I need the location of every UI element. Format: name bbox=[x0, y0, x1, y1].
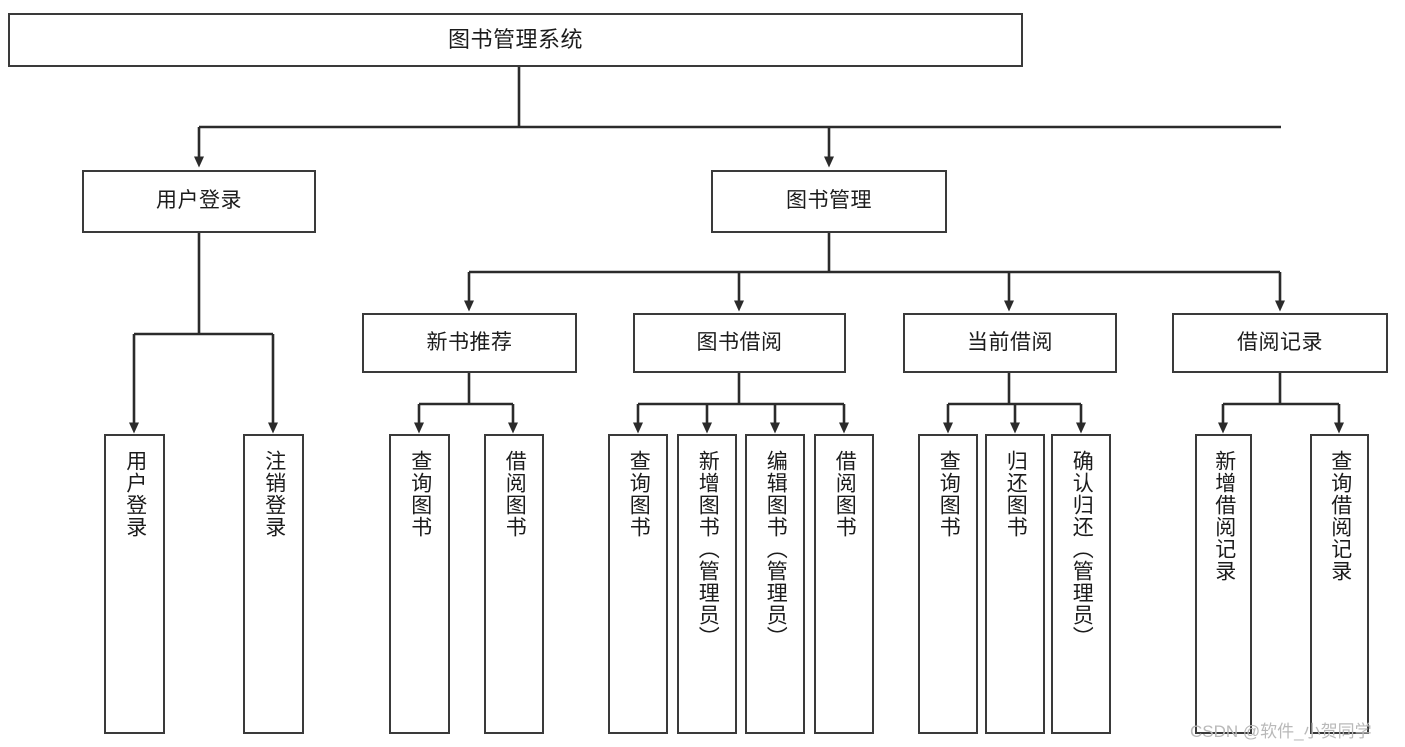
node-book-borrow[interactable]: 图书借阅 bbox=[633, 313, 846, 373]
leaf-record-add-record[interactable]: 新增借阅记录 bbox=[1195, 434, 1252, 734]
node-label: 新书推荐 bbox=[426, 330, 513, 354]
leaf-record-query-record[interactable]: 查询借阅记录 bbox=[1310, 434, 1369, 734]
node-current-borrow[interactable]: 当前借阅 bbox=[903, 313, 1117, 373]
leaf-borrow-add-book-admin[interactable]: 新增图书（管理员） bbox=[677, 434, 737, 734]
node-root-system[interactable]: 图书管理系统 bbox=[8, 13, 1023, 67]
leaf-borrow-query-book[interactable]: 查询图书 bbox=[608, 434, 668, 734]
node-label: 查询借阅记录 bbox=[1328, 450, 1352, 582]
node-label: 注销登录 bbox=[262, 450, 286, 538]
leaf-borrow-borrow-book[interactable]: 借阅图书 bbox=[814, 434, 874, 734]
node-label: 当前借阅 bbox=[967, 330, 1053, 354]
csdn-watermark: CSDN @软件_小贺同学 bbox=[1190, 722, 1372, 741]
node-label: 借阅图书 bbox=[833, 450, 857, 538]
leaf-user-login-login[interactable]: 用户登录 bbox=[104, 434, 165, 734]
node-label: 图书借阅 bbox=[696, 330, 783, 354]
node-label: 图书管理系统 bbox=[447, 27, 583, 53]
node-label: 图书管理 bbox=[786, 189, 872, 213]
leaf-user-login-logout[interactable]: 注销登录 bbox=[243, 434, 304, 734]
node-label: 新增图书（管理员） bbox=[696, 450, 720, 648]
leaf-recommend-query-book[interactable]: 查询图书 bbox=[389, 434, 450, 734]
leaf-borrow-edit-book-admin[interactable]: 编辑图书（管理员） bbox=[745, 434, 805, 734]
node-user-login[interactable]: 用户登录 bbox=[82, 170, 316, 233]
node-new-book-recommend[interactable]: 新书推荐 bbox=[362, 313, 577, 373]
leaf-current-query-book[interactable]: 查询图书 bbox=[918, 434, 978, 734]
node-label: 查询图书 bbox=[627, 450, 651, 538]
leaf-current-confirm-return-admin[interactable]: 确认归还（管理员） bbox=[1051, 434, 1111, 734]
node-label: 用户登录 bbox=[156, 189, 242, 213]
node-label: 查询图书 bbox=[937, 450, 961, 538]
node-label: 新增借阅记录 bbox=[1212, 450, 1236, 582]
node-label: 确认归还（管理员） bbox=[1070, 450, 1094, 648]
node-label: 编辑图书（管理员） bbox=[764, 450, 788, 648]
node-label: 查询图书 bbox=[408, 450, 432, 538]
node-label: 用户登录 bbox=[123, 450, 147, 538]
node-label: 借阅记录 bbox=[1237, 330, 1323, 354]
node-borrow-record[interactable]: 借阅记录 bbox=[1172, 313, 1388, 373]
leaf-recommend-borrow-book[interactable]: 借阅图书 bbox=[484, 434, 544, 734]
node-label: 归还图书 bbox=[1004, 450, 1028, 538]
node-label: 借阅图书 bbox=[503, 450, 527, 538]
node-book-management[interactable]: 图书管理 bbox=[711, 170, 947, 233]
leaf-current-return-book[interactable]: 归还图书 bbox=[985, 434, 1045, 734]
